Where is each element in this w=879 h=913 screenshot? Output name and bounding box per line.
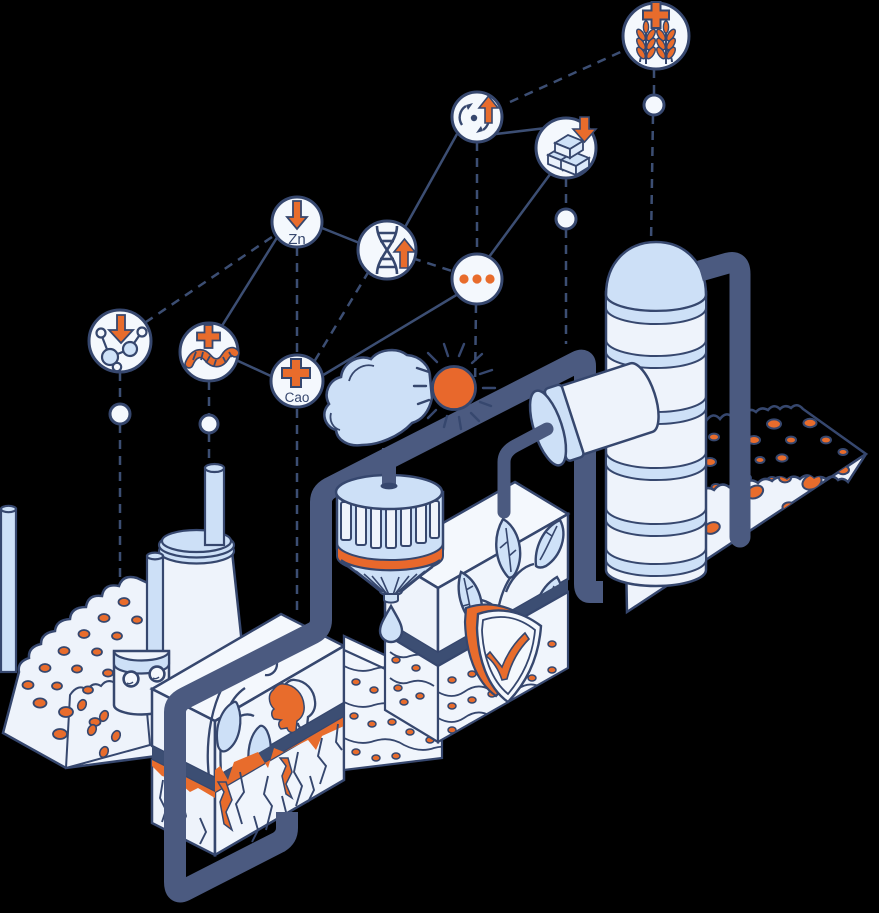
- svg-text:Cao: Cao: [285, 390, 310, 405]
- svg-text:Zn: Zn: [288, 231, 306, 248]
